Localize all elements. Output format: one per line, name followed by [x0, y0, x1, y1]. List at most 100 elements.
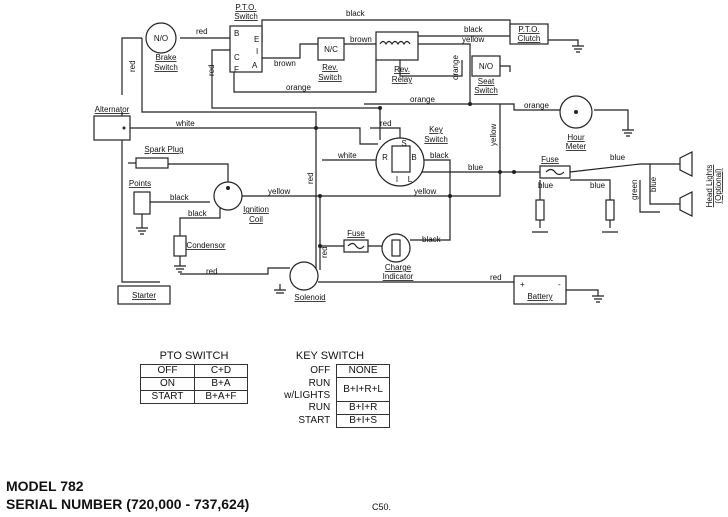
charge-indicator: Charge Indicator — [381, 233, 414, 281]
condensor-label: Condensor — [186, 241, 225, 250]
wire-label-blue: blue — [649, 176, 658, 192]
brake-switch-contact: N/O — [154, 34, 168, 43]
pto-contacts: B+A+F — [193, 390, 249, 404]
key-switch-table: KEY SWITCH OFF NONE RUN w/LIGHTS B+I+R+L… — [270, 350, 390, 428]
brake-switch: N/O Brake Switch — [145, 22, 178, 72]
charge-indicator-label-2: Indicator — [383, 272, 414, 281]
brake-switch-label-2: Switch — [154, 63, 178, 72]
wire-label-blue: blue — [590, 181, 606, 190]
wire-red-left — [141, 38, 317, 282]
junction-dot — [314, 126, 318, 130]
wire-seat-ground — [500, 65, 511, 72]
wire-label-yellow: yellow — [268, 187, 290, 196]
fuse-charge-label: Fuse — [347, 229, 365, 238]
battery-label: Battery — [527, 292, 552, 301]
wire-label-yellow: yellow — [414, 187, 436, 196]
wire-label-black: black — [464, 25, 484, 34]
pto-clutch-label-2: Clutch — [518, 34, 541, 43]
ignition-coil-label-1: Ignition — [243, 205, 269, 214]
wire-red-brake-down — [121, 37, 142, 95]
fuse-charge: Fuse — [343, 229, 369, 253]
table-row: OFF C+D — [140, 364, 249, 378]
wire-black-key — [410, 159, 451, 241]
wire-label-red: red — [490, 273, 502, 282]
wire-label-blue: blue — [538, 181, 554, 190]
pto-terminal-i: I — [256, 47, 258, 56]
wire-brown-pto — [262, 43, 318, 59]
wire-label-white: white — [175, 119, 195, 128]
seat-switch: N/O Seat Switch — [471, 55, 501, 95]
junction-dot — [512, 170, 516, 174]
key-terminal-i: I — [396, 175, 398, 184]
points: Points — [129, 179, 151, 235]
rev-relay: Rev. Relay — [375, 31, 419, 84]
wire-label-red: red — [206, 267, 218, 276]
ground-symbol — [274, 284, 286, 294]
relay-coil — [379, 40, 411, 46]
wire-black-condensor — [179, 206, 221, 236]
battery-minus: - — [558, 280, 561, 289]
seat-switch-contact: N/O — [479, 62, 493, 71]
key-position: RUN — [270, 401, 338, 415]
wire-label-yellow: yellow — [462, 35, 484, 44]
wire-red-pto — [211, 49, 381, 140]
alternator-terminal — [122, 126, 126, 130]
key-contacts: B+I+R+L — [336, 377, 390, 402]
alternator-label: Alternator — [95, 105, 130, 114]
wire-label-brown: brown — [274, 59, 296, 68]
pto-table-title: PTO SWITCH — [159, 350, 229, 362]
wire-yellow-coil — [238, 178, 501, 197]
wire-red-starter — [121, 112, 160, 283]
lamp-right-bulb — [602, 220, 618, 233]
wire-orange-seat — [399, 60, 463, 77]
key-switch-label-2: Switch — [424, 135, 448, 144]
battery-plus: + — [520, 280, 525, 289]
alternator: Alternator — [93, 105, 131, 141]
lamp-left-bulb — [532, 220, 548, 233]
fuse-lights-label: Fuse — [541, 155, 559, 164]
rev-switch: N/C Rev. Switch — [317, 37, 345, 82]
model-number: MODEL 782 — [6, 478, 84, 494]
key-position: RUN w/LIGHTS — [270, 377, 338, 402]
ignition-coil: Ignition Coil — [213, 181, 269, 224]
wire-label-red: red — [196, 27, 208, 36]
pto-clutch: P.T.O. Clutch — [509, 23, 584, 53]
wire-label-red: red — [320, 246, 329, 258]
table-row: START B+I+S — [270, 414, 390, 428]
head-light-bottom — [679, 191, 693, 217]
key-terminal-b: B — [411, 153, 416, 162]
hour-meter: Hour Meter — [559, 95, 634, 151]
table-row: RUN w/LIGHTS B+I+R+L — [270, 377, 390, 402]
key-contacts: B+I+R — [336, 401, 390, 415]
wire-label-white: white — [337, 151, 357, 160]
junction-dot — [498, 170, 502, 174]
starter-label: Starter — [132, 291, 156, 300]
ground-symbol — [622, 129, 634, 137]
key-contacts: NONE — [336, 364, 390, 378]
seat-switch-label-1: Seat — [478, 77, 495, 86]
ground-symbol — [592, 295, 604, 303]
wire-blue-lights-2 — [649, 164, 680, 205]
wire-red-key — [370, 127, 401, 140]
wire-label-orange: orange — [524, 101, 549, 110]
head-light-top — [679, 151, 693, 177]
lamp-left — [532, 199, 548, 233]
coil-terminal — [226, 186, 230, 190]
pto-switch: P.T.O. Switch B E C A F I — [229, 3, 263, 74]
ground-symbol — [174, 256, 186, 273]
pto-switch-label-1: P.T.O. — [235, 3, 256, 12]
key-table-title: KEY SWITCH — [295, 350, 365, 362]
wire-clutch-ground — [548, 39, 579, 46]
spark-plug-label: Spark Plug — [144, 145, 183, 154]
wire-blue-lamp2 — [570, 179, 611, 200]
key-switch-label-1: Key — [429, 125, 443, 134]
table-row: ON B+A — [140, 377, 249, 391]
wire-label-black: black — [170, 193, 190, 202]
key-contacts: B+I+S — [336, 414, 390, 428]
fuse-lights: Fuse — [539, 155, 571, 179]
head-lights-label-2: (Optional) — [714, 168, 723, 203]
fuse-element — [545, 168, 565, 176]
pto-terminal-e: E — [254, 35, 259, 44]
wire-label-yellow: yellow — [489, 124, 498, 146]
table-row: OFF NONE — [270, 364, 390, 378]
